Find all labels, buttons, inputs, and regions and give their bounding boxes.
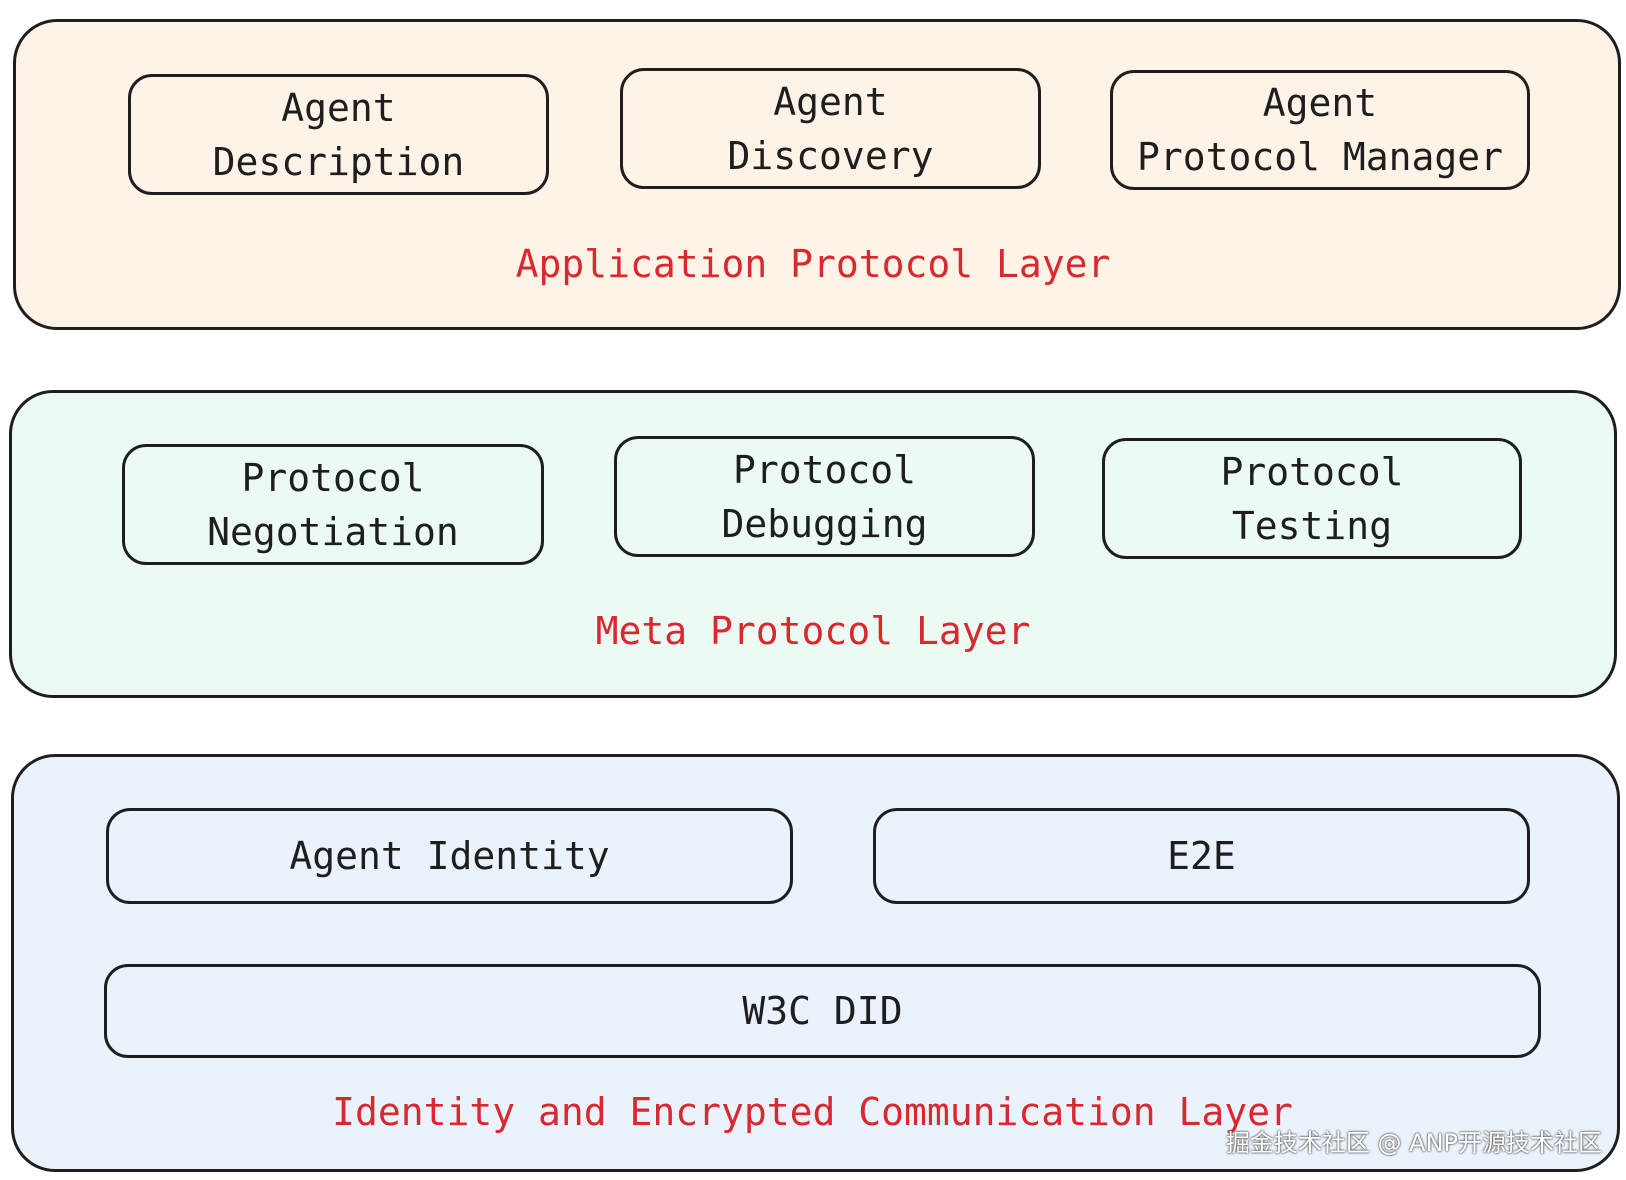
agent-protocol-manager-box: Agent Protocol Manager — [1110, 70, 1530, 190]
protocol-debugging-box: Protocol Debugging — [614, 436, 1035, 557]
e2e-box: E2E — [873, 808, 1530, 904]
meta-protocol-layer-label: Meta Protocol Layer — [595, 609, 1031, 653]
watermark-text: 掘金技术社区 @ ANP开源技术社区 — [1225, 1129, 1602, 1157]
application-protocol-layer-label: Application Protocol Layer — [515, 242, 1111, 286]
w3c-did-box: W3C DID — [104, 964, 1541, 1058]
agent-identity-box: Agent Identity — [106, 808, 793, 904]
agent-discovery-box: Agent Discovery — [620, 68, 1041, 189]
protocol-negotiation-box: Protocol Negotiation — [122, 444, 544, 565]
protocol-testing-box: Protocol Testing — [1102, 438, 1522, 559]
agent-description-box: Agent Description — [128, 74, 549, 195]
identity-encrypted-communication-layer-label: Identity and Encrypted Communication Lay… — [332, 1090, 1293, 1134]
